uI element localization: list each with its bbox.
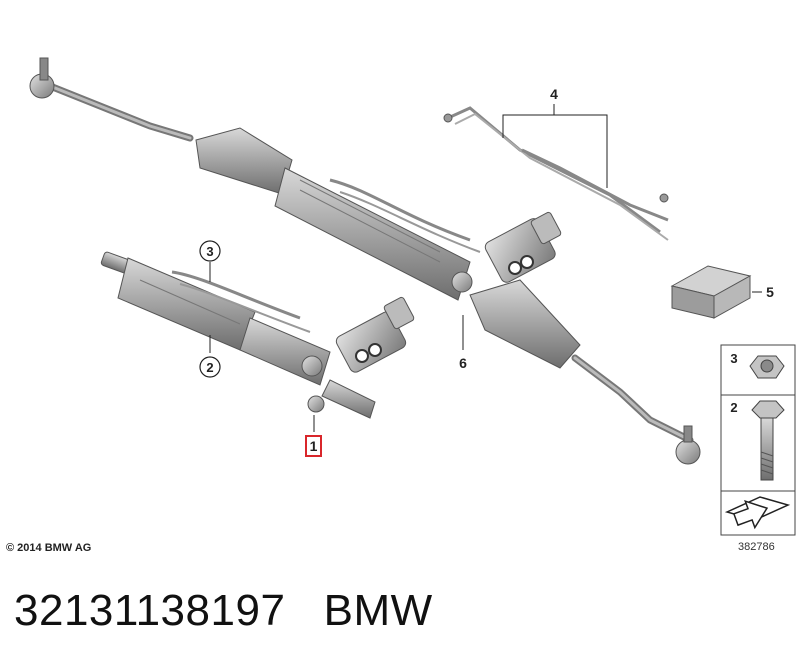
hydraulic-lines <box>443 106 669 241</box>
callout-2-label: 2 <box>206 360 213 375</box>
nut-icon <box>749 355 785 379</box>
steering-rack-secondary <box>100 251 415 419</box>
legend-nut-number: 3 <box>730 351 737 366</box>
legend-cell-nut <box>720 344 796 396</box>
callout-6-label: 6 <box>459 355 467 371</box>
callout-1-highlighted: 1 <box>305 435 322 457</box>
legend-panel: 3 2 <box>720 344 796 536</box>
steering-rack-main <box>29 57 701 465</box>
brand-name: BMW <box>323 586 433 635</box>
leader-lines <box>209 104 762 432</box>
diagram-symbol-icon <box>724 496 791 530</box>
part-caption: 32131138197 BMW <box>14 586 433 636</box>
callout-5-label: 5 <box>766 284 774 300</box>
copyright-notice: © 2014 BMW AG <box>6 542 92 554</box>
package-box <box>670 265 752 319</box>
bolt-icon <box>751 400 785 481</box>
callout-4-label: 4 <box>550 86 558 102</box>
drawing-number: 382786 <box>738 541 775 553</box>
callout-2-circle: 2 <box>199 356 221 378</box>
legend-bolt-number: 2 <box>730 400 737 415</box>
callout-1-label: 1 <box>310 438 318 454</box>
callout-3-label: 3 <box>206 244 213 259</box>
part-number: 32131138197 <box>14 586 286 635</box>
callout-3-circle: 3 <box>199 240 221 262</box>
